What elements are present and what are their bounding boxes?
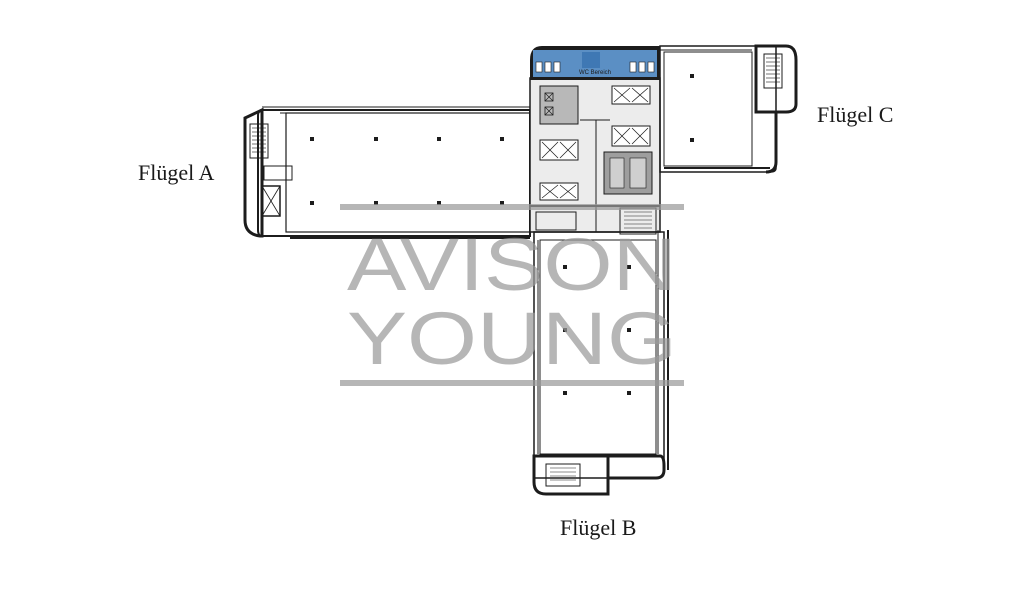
central-core bbox=[529, 77, 661, 235]
wing-a-floorplate bbox=[243, 106, 531, 239]
watermark-line-2: YOUNG bbox=[347, 297, 677, 380]
wing-b-floorplate bbox=[532, 230, 669, 496]
wc-label: WC Bereich bbox=[579, 70, 611, 76]
wing-b-label: Flügel B bbox=[560, 515, 637, 540]
wc-area: WC Bereich bbox=[530, 46, 660, 80]
watermark-line-1: AVISON bbox=[347, 223, 677, 306]
avison-young-watermark: AVISON YOUNG bbox=[340, 204, 684, 386]
wing-a-label: Flügel A bbox=[138, 160, 215, 185]
wing-c-floorplate bbox=[659, 44, 798, 174]
wing-c-label: Flügel C bbox=[817, 102, 894, 127]
